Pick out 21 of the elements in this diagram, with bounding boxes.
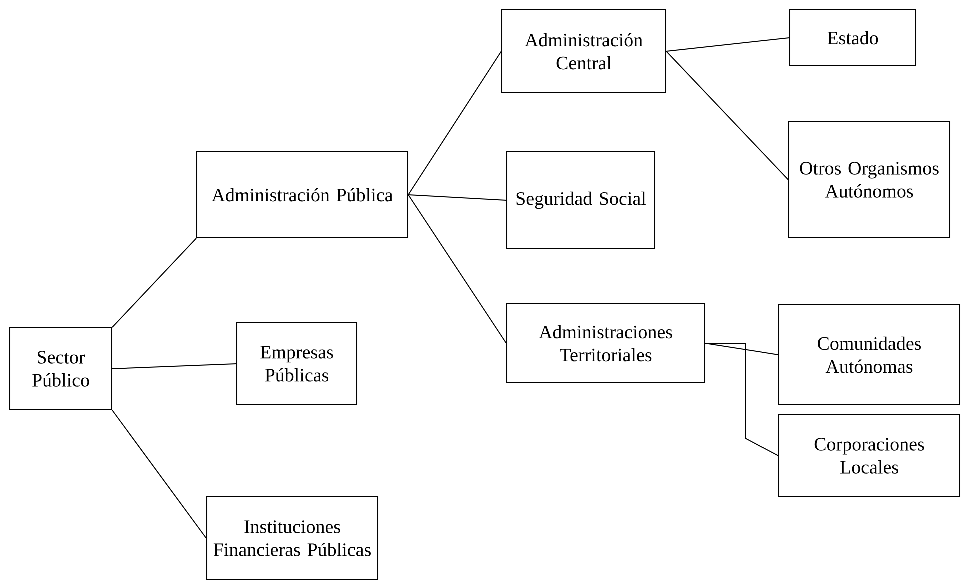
connector-line [666,51,789,180]
connector-line [408,194,507,344]
text-box: Empresas Públicas [236,322,358,406]
text-box: Comunidades Autónomas [778,304,960,406]
text-box: Administración Pública [196,152,408,238]
text-box: Instituciones Financieras Públicas [206,496,378,580]
connector-line [112,364,237,370]
text-box: Seguridad Social [506,152,656,250]
text-box: Estado [790,10,916,66]
connector-line [408,51,502,196]
connector-line [705,343,779,356]
text-box: Sector Público [10,328,112,410]
connector-line [705,343,779,456]
connector-line [112,410,207,539]
connector-line [112,238,197,328]
text-box: Otros Organismos Autónomos [788,122,950,238]
text-box: Administraciones Territoriales [506,304,706,384]
connector-line [408,194,507,201]
text-box: Corporaciones Locales [778,414,960,498]
text-box: Administración Central [502,10,666,94]
connector-line [666,38,790,52]
